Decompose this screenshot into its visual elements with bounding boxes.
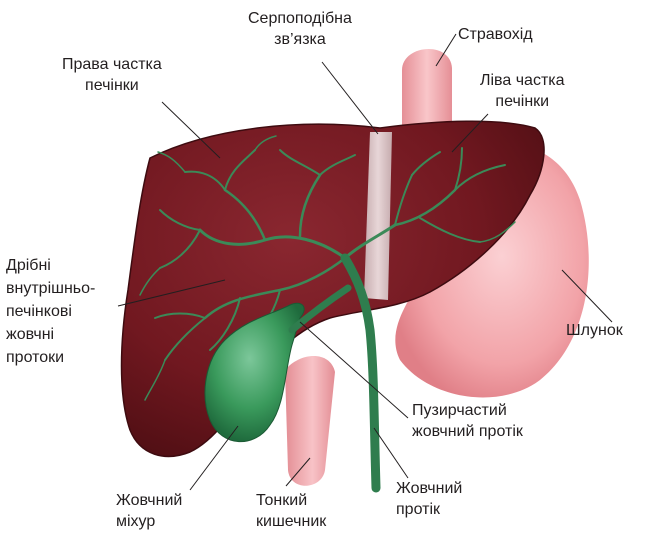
label-bile-duct: Жовчний протік <box>396 478 462 520</box>
label-line: жовчні <box>6 323 95 346</box>
label-line: Дрібні <box>6 254 95 277</box>
label-line: Ліва частка <box>480 70 565 91</box>
label-left-lobe: Ліва частка печінки <box>480 70 565 112</box>
label-small-intestine: Тонкий кишечник <box>256 490 326 532</box>
label-cystic-duct: Пузирчастий жовчний протік <box>412 400 523 442</box>
label-esophagus: Стравохід <box>458 24 533 45</box>
label-small-intrahepatic-ducts: Дрібні внутрішньо- печінкові жовчні прот… <box>6 254 95 369</box>
label-stomach: Шлунок <box>566 320 623 341</box>
label-line: Жовчний <box>396 478 462 499</box>
label-line: Тонкий <box>256 490 326 511</box>
label-line: протік <box>396 499 462 520</box>
label-gallbladder: Жовчний міхур <box>116 490 182 532</box>
label-line: Стравохід <box>458 24 533 45</box>
label-line: протоки <box>6 346 95 369</box>
label-line: Пузирчастий <box>412 400 523 421</box>
label-falciform-ligament: Серпоподібна зв’язка <box>248 8 352 50</box>
label-line: печінкові <box>6 300 95 323</box>
label-line: внутрішньо- <box>6 277 95 300</box>
label-line: Жовчний <box>116 490 182 511</box>
label-line: Серпоподібна <box>248 8 352 29</box>
label-line: жовчний протік <box>412 421 523 442</box>
small-intestine-shape <box>285 356 335 486</box>
leader-falciform <box>322 62 378 134</box>
label-line: печінки <box>62 75 162 96</box>
label-line: зв’язка <box>248 29 352 50</box>
label-line: кишечник <box>256 511 326 532</box>
label-right-lobe: Права частка печінки <box>62 54 162 96</box>
label-line: Права частка <box>62 54 162 75</box>
label-line: міхур <box>116 511 182 532</box>
label-line: печінки <box>480 91 565 112</box>
label-line: Шлунок <box>566 320 623 341</box>
